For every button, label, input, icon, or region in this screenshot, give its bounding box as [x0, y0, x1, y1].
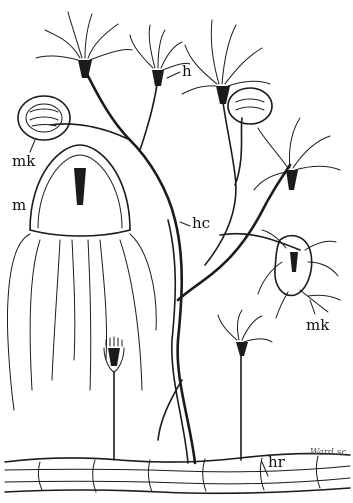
hydrorhiza-stolon	[5, 454, 350, 494]
label-hydrocaulus: hc	[192, 216, 210, 231]
label-hydrorhiza: hr	[268, 455, 285, 470]
label-medusa: m	[12, 198, 26, 213]
label-medusa-bud-right: mk	[306, 318, 329, 333]
engraver-signature: Ward.sc	[310, 448, 346, 458]
medusa-bud-top-left	[18, 96, 70, 140]
label-medusa-bud-left: mk	[12, 154, 35, 169]
label-hydranth: h	[182, 64, 192, 79]
hydranth-top-right	[182, 20, 270, 104]
hydranth-right-middle	[254, 118, 340, 190]
hydranth-top-left	[36, 12, 132, 78]
label-leader-lines	[30, 72, 315, 476]
hydranth-h-labeled	[130, 25, 190, 86]
hydranth-bottom-left	[104, 337, 124, 460]
hydranth-bottom-center	[218, 310, 272, 460]
free-medusa	[7, 145, 156, 410]
medusa-bud-top-right	[228, 88, 272, 124]
main-stem-hydrocaulus	[50, 70, 300, 463]
medusa-bud-cluster-right	[258, 230, 340, 318]
